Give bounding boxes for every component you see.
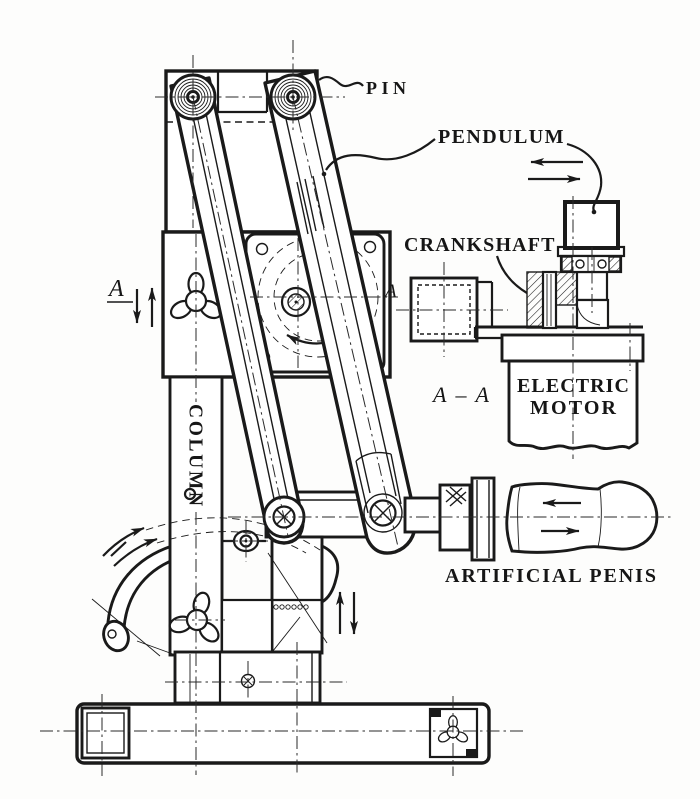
swing-path-arcs: [145, 517, 321, 554]
right-arm-clevis: [363, 493, 403, 533]
pendulum-leader-left: [325, 138, 436, 171]
base-left-boss: [80, 706, 131, 760]
section-marker-a-left: A: [107, 276, 124, 302]
label-column: COLUMN: [185, 404, 206, 508]
flange-ring: [470, 476, 496, 562]
label-section-aa: A–A: [431, 382, 490, 407]
clamp-hook: [320, 543, 340, 605]
electric-motor-body: [507, 359, 639, 451]
pendulum-motion-arrows: [528, 158, 583, 183]
attachment-shaft: [403, 496, 442, 534]
label-pin: PIN: [366, 78, 408, 98]
pendulum-weight-block: [563, 200, 620, 250]
crankshaft-leader: [495, 255, 528, 294]
knurl-marks: [445, 486, 467, 507]
clamp-assembly: [220, 529, 340, 655]
pendulum-leader-right: [566, 142, 603, 212]
label-pendulum: PENDULUM: [438, 126, 565, 148]
crankshaft-section: [526, 270, 610, 330]
bolt-dot-strip: [273, 604, 309, 610]
pin-leader: [318, 75, 364, 88]
section-marker-arrows: [133, 287, 156, 327]
bearing-band: [556, 245, 626, 274]
base-plate: [75, 702, 491, 765]
lever-swing-arrows: [102, 526, 158, 567]
right-pendulum-arm: [263, 69, 418, 555]
clamp-motion-arrows: [336, 591, 358, 635]
label-artificial-penis: ARTIFICIAL PENIS: [445, 565, 657, 587]
attachment-assembly: [403, 476, 659, 562]
attachment-motion-arrows: [541, 499, 581, 535]
section-marker-a-right: A: [383, 281, 397, 302]
label-crankshaft: CRANKSHAFT: [404, 234, 556, 256]
centerlines: [40, 40, 673, 776]
